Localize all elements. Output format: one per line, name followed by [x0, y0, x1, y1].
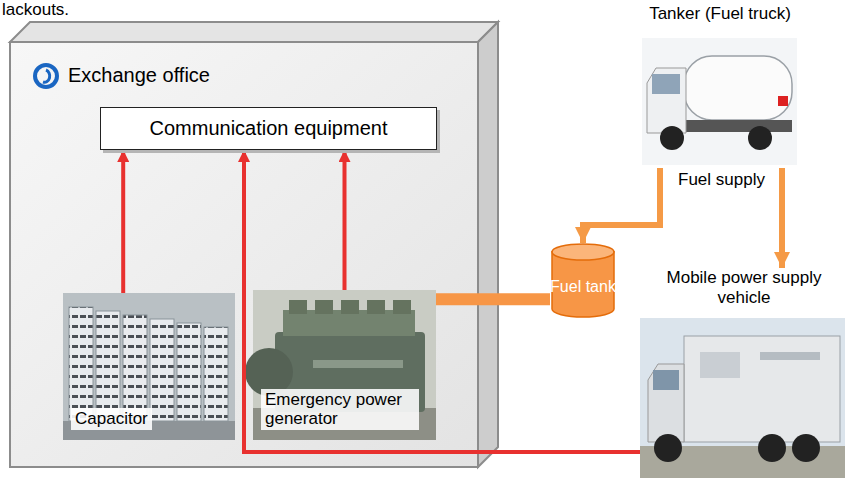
capacitor-photo — [150, 319, 174, 421]
generator-photo — [245, 290, 436, 440]
capacitor-photo — [69, 307, 93, 421]
vehicle-photo — [640, 318, 845, 478]
node-label: Emergency power generator — [261, 389, 419, 430]
company-logo — [35, 65, 57, 87]
power-vehicle: Mobile power supply vehicle — [640, 268, 848, 480]
vehicle-photo — [758, 434, 786, 462]
node-label: Exchange office — [68, 64, 478, 87]
tanker-photo — [748, 126, 772, 150]
node-label: Communication equipment — [150, 117, 388, 140]
office-building — [478, 22, 498, 467]
capacitor-photo — [63, 293, 235, 440]
generator-photo — [367, 300, 385, 314]
equipment-box: Communication equipment — [100, 107, 437, 150]
vehicle-photo — [760, 352, 820, 360]
power-arrow — [121, 150, 125, 293]
note-text: lackouts. — [2, 0, 69, 20]
fuel-line — [779, 168, 785, 268]
tanker-photo — [652, 74, 680, 94]
vehicle-photo — [700, 352, 740, 378]
node-label: Mobile power supply vehicle — [659, 268, 829, 309]
company-logo — [35, 65, 57, 87]
capacitor-photo — [177, 323, 201, 421]
office-building — [10, 22, 498, 42]
capacitor-photo — [204, 327, 228, 421]
tanker-photo — [647, 68, 686, 133]
tanker-photo — [642, 38, 797, 165]
generator-photo — [341, 300, 359, 314]
capacitor-photo — [96, 311, 120, 421]
vehicle-photo — [654, 434, 682, 462]
generator-photo — [393, 300, 411, 314]
vehicle-photo — [640, 318, 845, 478]
generator-photo — [315, 300, 333, 314]
vehicle-photo — [648, 364, 684, 442]
note-text: Fuel supply — [678, 170, 765, 190]
company-logo — [43, 70, 50, 82]
generator-photo — [313, 360, 403, 368]
vehicle-photo — [684, 336, 840, 442]
vehicle-photo — [653, 370, 679, 390]
generator-photo — [289, 300, 307, 314]
fuel-line — [583, 168, 660, 243]
node-label: Tanker (Fuel truck) — [635, 4, 805, 24]
tanker-truck: Tanker (Fuel truck) — [630, 4, 810, 168]
capacitor-box: Capacitor — [63, 293, 235, 440]
power-arrow — [343, 150, 347, 290]
vehicle-photo — [792, 434, 820, 462]
tanker-photo — [642, 38, 797, 165]
office-building — [10, 22, 498, 467]
tanker-photo — [684, 56, 792, 120]
tank-top — [552, 244, 614, 260]
capacitor-photo — [123, 315, 147, 421]
power-arrow — [244, 150, 640, 452]
exchange-office: Exchange officeCommunication equipmentCa… — [10, 42, 478, 467]
generator-box: Emergency power generator — [253, 290, 436, 440]
node-label: Capacitor — [71, 408, 152, 430]
node-label: Fuel tank — [550, 278, 616, 296]
capacitor-photo — [63, 293, 235, 440]
fuel-tank: Fuel tank — [550, 243, 616, 318]
fuel-line — [436, 293, 550, 305]
tanker-photo — [778, 96, 788, 106]
tanker-photo — [660, 126, 684, 150]
